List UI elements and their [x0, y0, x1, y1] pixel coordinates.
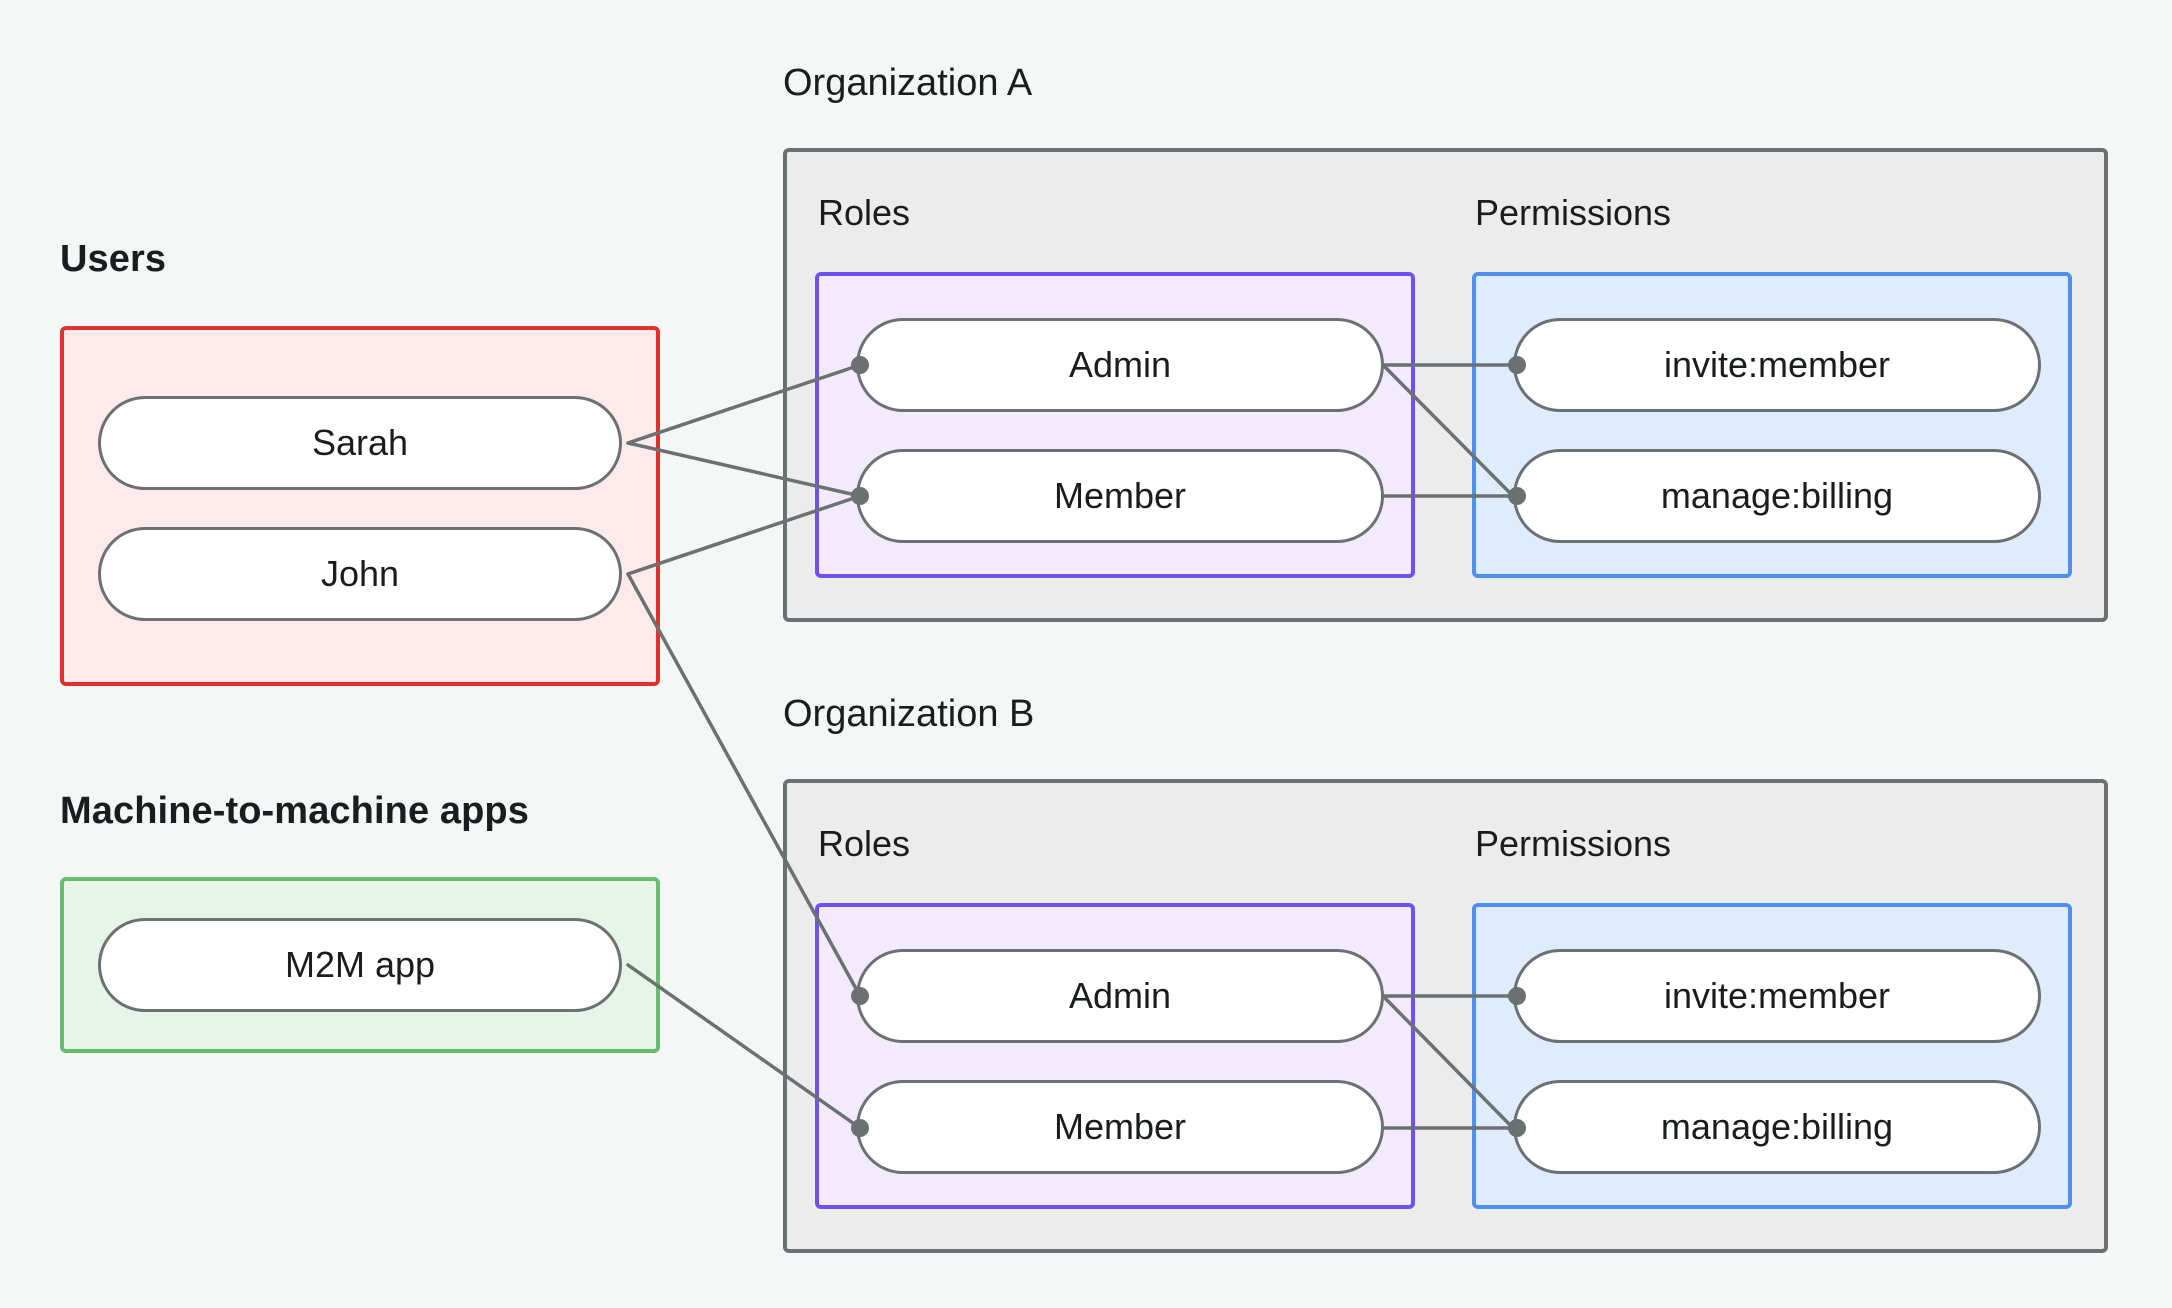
organization-b-roles-title: Roles — [818, 823, 911, 864]
node-orgA-perm-manage-billing[interactable]: manage:billing — [1513, 449, 2041, 543]
organization-a-permissions-title: Permissions — [1475, 192, 1672, 233]
node-orgB-role-member[interactable]: Member — [856, 1080, 1384, 1174]
users-group-title: Users — [60, 238, 167, 280]
m2m-group-title: Machine-to-machine apps — [60, 790, 529, 832]
node-user-sarah[interactable]: Sarah — [98, 396, 622, 490]
organization-b-permissions-title: Permissions — [1475, 823, 1672, 864]
node-orgA-perm-invite-member[interactable]: invite:member — [1513, 318, 2041, 412]
users-group-box — [60, 326, 660, 686]
connector-dot-orgB-invite-left — [1508, 987, 1526, 1005]
connector-dot-orgB-member-left — [851, 1119, 869, 1137]
node-orgB-role-admin[interactable]: Admin — [856, 949, 1384, 1043]
node-orgB-perm-manage-billing[interactable]: manage:billing — [1513, 1080, 2041, 1174]
connector-dot-orgB-admin-left — [851, 987, 869, 1005]
node-user-john[interactable]: John — [98, 527, 622, 621]
connector-dot-orgA-member-left — [851, 487, 869, 505]
node-m2m-app[interactable]: M2M app — [98, 918, 622, 1012]
connector-dot-orgB-billing-left — [1508, 1119, 1526, 1137]
node-orgA-role-admin[interactable]: Admin — [856, 318, 1384, 412]
connector-dot-orgA-billing-left — [1508, 487, 1526, 505]
organization-b-title: Organization B — [783, 693, 1035, 735]
organization-a-roles-title: Roles — [818, 192, 911, 233]
organization-a-title: Organization A — [783, 62, 1033, 104]
node-orgA-role-member[interactable]: Member — [856, 449, 1384, 543]
connector-dot-orgA-admin-left — [851, 356, 869, 374]
node-orgB-perm-invite-member[interactable]: invite:member — [1513, 949, 2041, 1043]
connector-dot-orgA-invite-left — [1508, 356, 1526, 374]
